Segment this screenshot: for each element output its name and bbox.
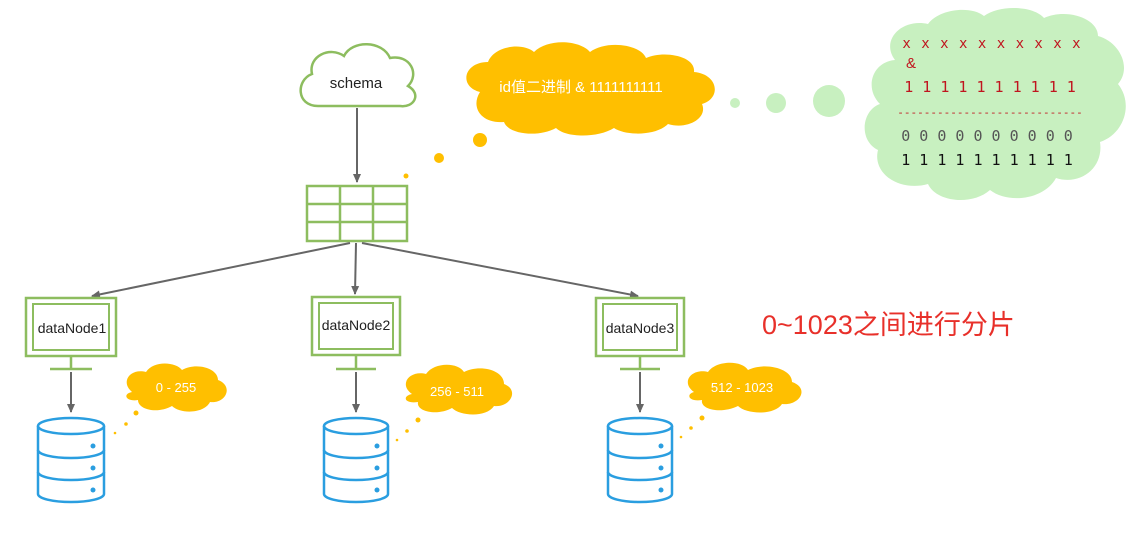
data-node-3: dataNode3 512 - 1023 — [594, 296, 802, 504]
range-bubble — [133, 410, 139, 416]
monitor-icon — [594, 296, 686, 371]
schema-cloud: schema — [299, 43, 417, 108]
table-to-node1-arrow — [91, 242, 351, 299]
range-label: 256 - 511 — [430, 384, 484, 399]
range-bubble — [679, 435, 683, 439]
range-bubble — [113, 431, 117, 435]
schema-label: schema — [330, 75, 383, 92]
database-icon — [322, 416, 390, 504]
monitor-icon — [24, 296, 118, 371]
calc-row-max: 1 1 1 1 1 1 1 1 1 1 — [901, 151, 1073, 169]
calc-row-x: x x x x x x x x x x — [902, 36, 1081, 52]
range-bubble — [699, 415, 705, 421]
range-bubble — [405, 429, 409, 433]
node-label: dataNode1 — [38, 320, 107, 336]
range-cloud: 0 - 255 — [126, 363, 227, 412]
range-bubble — [415, 417, 421, 423]
calc-bubble — [766, 93, 786, 113]
calc-row-min: 0 0 0 0 0 0 0 0 0 0 — [901, 127, 1073, 145]
calc-divider: ---------------------------- — [897, 106, 1082, 119]
range-bubble — [124, 422, 128, 426]
table-to-node2-arrow — [351, 242, 360, 295]
range-label: 512 - 1023 — [711, 380, 773, 395]
data-node-1: dataNode1 0 - 255 — [24, 296, 227, 504]
calc-bubble — [730, 98, 740, 108]
thought-cloud: id值二进制 & 1111111111 — [466, 42, 715, 136]
monitor-icon — [310, 295, 402, 371]
thought-bubble — [403, 173, 409, 179]
database-icon — [36, 416, 106, 504]
range-bubble — [689, 426, 693, 430]
thought-cloud-text: id值二进制 & 1111111111 — [499, 79, 662, 96]
routing-table-icon — [305, 184, 409, 243]
calc-operator: & — [906, 55, 916, 72]
node-label: dataNode3 — [606, 320, 675, 336]
database-icon — [606, 416, 674, 504]
sharding-note: 0~1023之间进行分片 — [762, 310, 1015, 340]
range-cloud: 256 - 511 — [405, 364, 513, 415]
node-label: dataNode2 — [322, 317, 391, 333]
thought-bubble — [434, 153, 444, 163]
calc-bubble — [813, 85, 845, 117]
thought-bubble — [473, 133, 487, 147]
range-cloud: 512 - 1023 — [687, 362, 802, 413]
data-node-2: dataNode2 256 - 511 — [310, 295, 513, 504]
table-to-node3-arrow — [361, 242, 639, 299]
range-bubble — [395, 438, 399, 442]
range-label: 0 - 255 — [156, 380, 196, 395]
calc-row-mask: 1 1 1 1 1 1 1 1 1 1 — [904, 78, 1076, 96]
calc-cloud: x x x x x x x x x x & 1 1 1 1 1 1 1 1 1 … — [864, 7, 1126, 201]
